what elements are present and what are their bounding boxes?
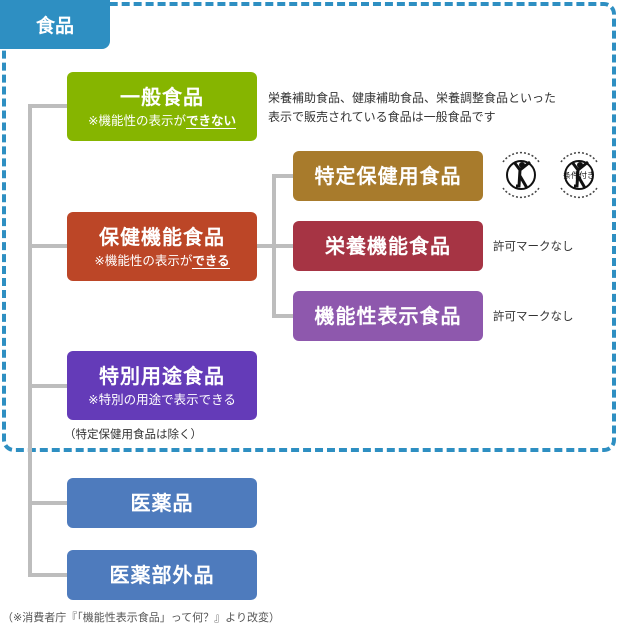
connector-general (28, 104, 68, 108)
food-category-frame (2, 2, 616, 452)
nutrient-function-food-note: 許可マークなし (493, 239, 574, 253)
connector-special (28, 384, 68, 388)
tokuho-title: 特定保健用食品 (314, 164, 462, 188)
general-food-note-emphasis: できない (185, 112, 236, 129)
general-food-description: 栄養補助食品、健康補助食品、栄養調整食品といった 表示で販売されている食品は一般… (268, 89, 556, 127)
general-food-note: ※機能性の表示ができない (88, 112, 236, 130)
health-note-emphasis: できる (192, 252, 230, 269)
quasi-drug-box: 医薬部外品 (67, 550, 257, 600)
health-function-food-box: 保健機能食品 ※機能性の表示ができる (67, 212, 257, 281)
function-claim-food-note: 許可マークなし (493, 309, 574, 323)
sub-connector-vertical (272, 174, 276, 318)
nutrient-function-food-box: 栄養機能食品 (293, 221, 483, 271)
connector-medicine (28, 501, 68, 505)
tokuho-conditional-mark-icon: 条件付き (560, 151, 598, 199)
tokuho-mark-icon (502, 151, 540, 199)
main-connector-vertical (28, 104, 32, 577)
description-line-1: 栄養補助食品、健康補助食品、栄養調整食品といった (268, 91, 557, 105)
connector-tokuho (272, 174, 294, 178)
health-function-food-note: ※機能性の表示ができる (94, 252, 230, 270)
special-use-footnote: （特定保健用食品は除く） (64, 427, 202, 441)
general-food-note-prefix: ※機能性の表示が (88, 112, 186, 128)
medicine-box: 医薬品 (67, 478, 257, 528)
tokuho-box: 特定保健用食品 (293, 151, 483, 201)
food-category-title: 食品 (0, 0, 110, 49)
conditional-label: 条件付き (563, 170, 595, 180)
general-food-box: 一般食品 ※機能性の表示ができない (67, 72, 257, 141)
source-note: （※消費者庁『「機能性表示食品」って何？』より改変） (2, 611, 280, 624)
quasi-drug-title: 医薬部外品 (109, 563, 215, 587)
nutrient-function-food-title: 栄養機能食品 (325, 234, 451, 258)
function-claim-food-title: 機能性表示食品 (314, 304, 462, 328)
special-use-food-note: ※特別の用途で表示できる (88, 391, 236, 407)
description-line-2: 表示で販売されている食品は一般食品です (268, 110, 496, 124)
health-note-prefix: ※機能性の表示が (94, 252, 193, 268)
connector-health (28, 244, 68, 248)
connector-quasi-drug (28, 573, 68, 577)
general-food-title: 一般食品 (120, 84, 204, 109)
connector-function (272, 314, 294, 318)
special-use-food-title: 特別用途食品 (99, 363, 225, 388)
special-use-food-box: 特別用途食品 ※特別の用途で表示できる (67, 351, 257, 420)
medicine-title: 医薬品 (130, 491, 194, 515)
health-function-food-title: 保健機能食品 (99, 224, 225, 249)
function-claim-food-box: 機能性表示食品 (293, 291, 483, 341)
